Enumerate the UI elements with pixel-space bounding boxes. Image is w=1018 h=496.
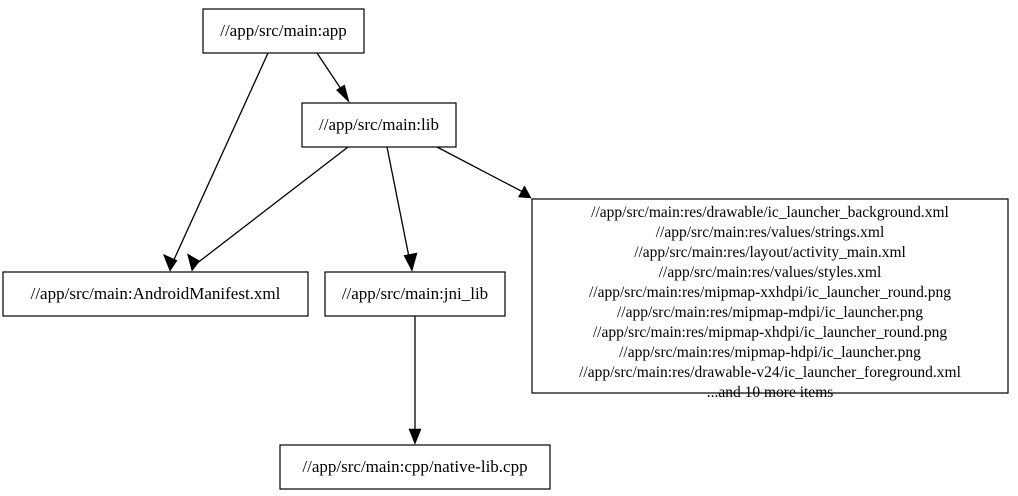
node-label-line: //app/src/main:res/values/strings.xml xyxy=(656,224,885,241)
edge-lib-to-manifest xyxy=(187,146,349,272)
edge-line xyxy=(171,52,269,265)
node-group: //app/src/main:app //app/src/main:lib //… xyxy=(2,8,1009,490)
edge-group xyxy=(162,52,532,445)
node-label-line: //app/src/main:res/drawable-v24/ic_launc… xyxy=(579,364,961,381)
node-label-line: //app/src/main:res/mipmap-xxhdpi/ic_laun… xyxy=(589,284,951,301)
edge-line xyxy=(195,146,349,265)
node-native-lib-cpp[interactable]: //app/src/main:cpp/native-lib.cpp xyxy=(279,444,551,490)
edge-line xyxy=(436,146,524,193)
node-lib[interactable]: //app/src/main:lib xyxy=(301,102,457,148)
arrowhead-icon xyxy=(162,253,178,272)
node-label-line: //app/src/main:res/mipmap-mdpi/ic_launch… xyxy=(617,304,923,321)
node-label: //app/src/main:lib xyxy=(319,115,439,134)
node-label-line: //app/src/main:res/layout/activity_main.… xyxy=(634,244,906,261)
arrowhead-icon xyxy=(408,428,422,445)
edge-lib-to-resources xyxy=(436,146,532,199)
node-box[interactable] xyxy=(2,271,309,317)
edge-lib-to-jni xyxy=(386,146,418,272)
arrowhead-icon xyxy=(518,185,532,199)
node-box[interactable] xyxy=(531,198,1009,394)
node-box[interactable] xyxy=(324,271,506,317)
node-label: //app/src/main:app xyxy=(220,21,347,40)
node-label-line: ...and 10 more items xyxy=(707,384,834,401)
arrowhead-icon xyxy=(403,252,418,272)
node-box[interactable] xyxy=(202,8,365,54)
edge-app-to-lib xyxy=(316,52,350,103)
node-label-line: //app/src/main:res/mipmap-xhdpi/ic_launc… xyxy=(593,324,948,341)
edge-line xyxy=(386,146,411,263)
node-jni-lib[interactable]: //app/src/main:jni_lib xyxy=(324,271,506,317)
node-label-line: //app/src/main:res/mipmap-hdpi/ic_launch… xyxy=(619,344,921,361)
node-android-manifest[interactable]: //app/src/main:AndroidManifest.xml xyxy=(2,271,309,317)
edge-app-to-manifest xyxy=(162,52,269,272)
node-box[interactable] xyxy=(279,444,551,490)
node-label: //app/src/main:cpp/native-lib.cpp xyxy=(302,457,527,476)
node-label: //app/src/main:AndroidManifest.xml xyxy=(31,284,281,303)
node-resources[interactable]: //app/src/main:res/drawable/ic_launcher_… xyxy=(531,198,1009,401)
arrowhead-icon xyxy=(336,84,350,103)
edge-jni-to-native xyxy=(408,316,422,445)
arrowhead-icon xyxy=(187,253,200,272)
node-label-line: //app/src/main:res/drawable/ic_launcher_… xyxy=(591,204,949,221)
node-label: //app/src/main:jni_lib xyxy=(342,284,488,303)
node-label-line: //app/src/main:res/values/styles.xml xyxy=(659,264,882,281)
node-app[interactable]: //app/src/main:app xyxy=(202,8,365,54)
node-box[interactable] xyxy=(301,102,457,148)
